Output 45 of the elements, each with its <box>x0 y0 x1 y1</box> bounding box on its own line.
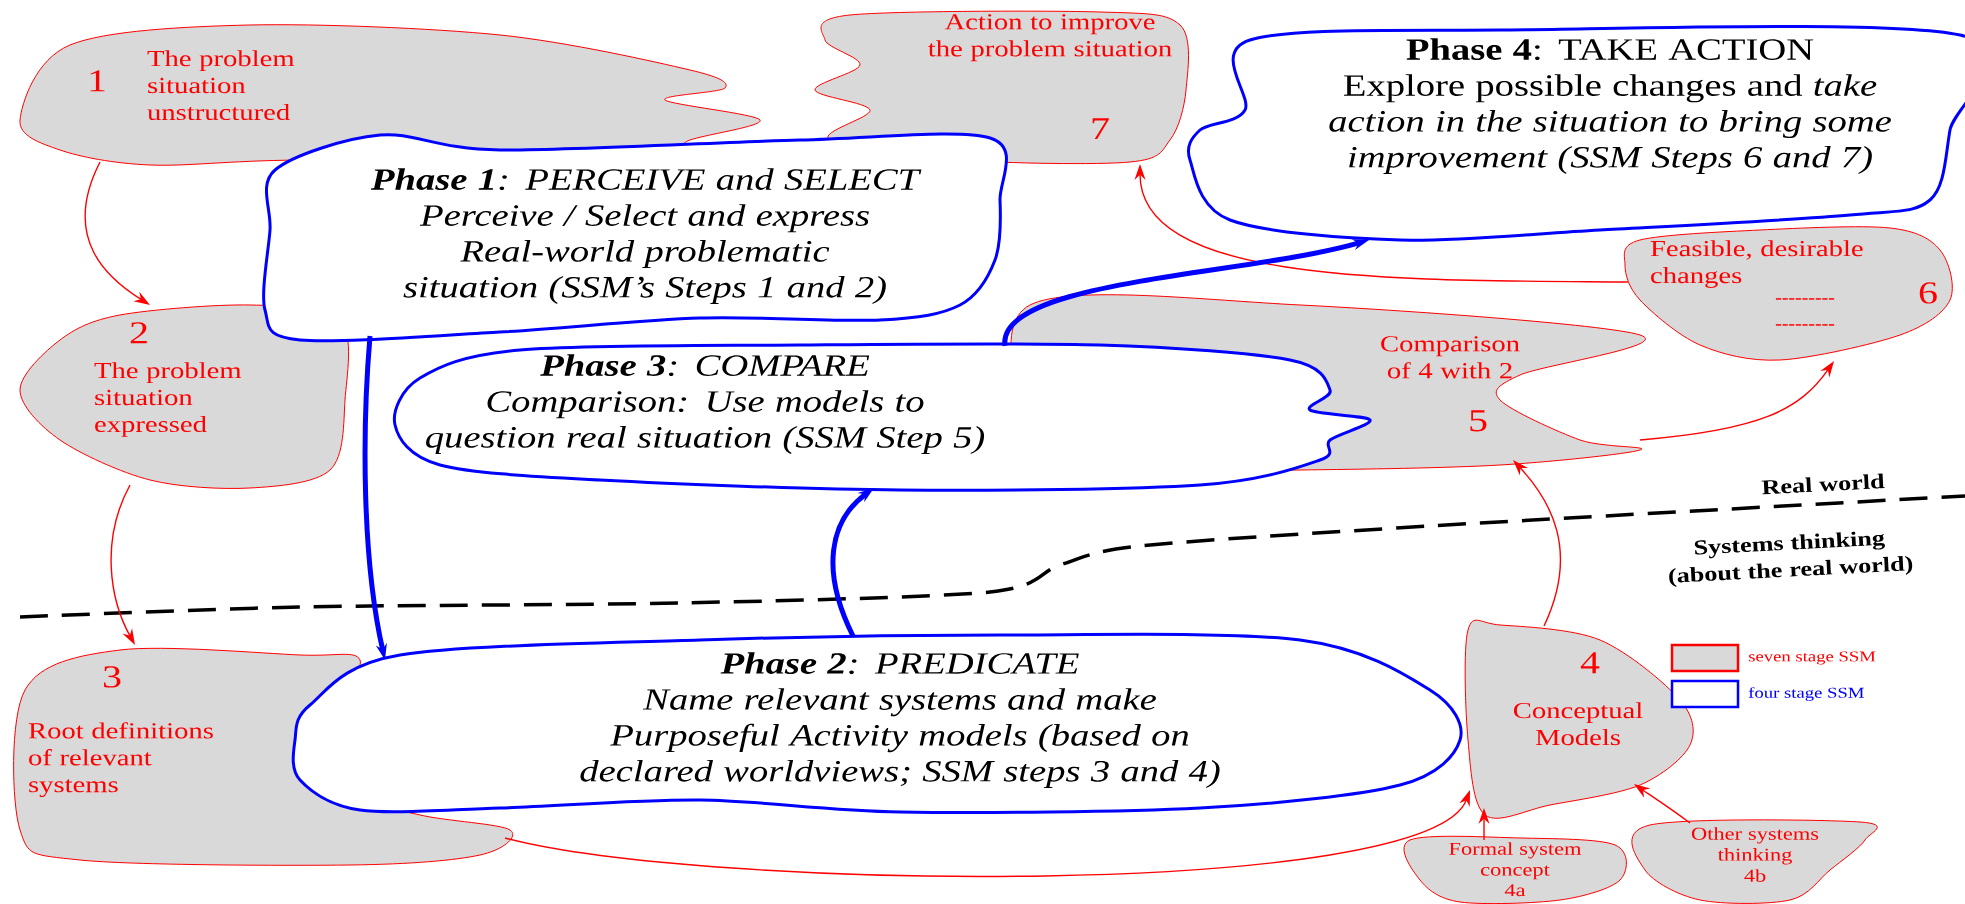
phase-text: Phase 2: PREDICATE <box>720 652 1079 675</box>
stage-cloud <box>19 304 350 489</box>
stage-cloud <box>1464 619 1694 819</box>
stage-label: 4b <box>1744 869 1766 882</box>
phase-cloud <box>262 132 1008 343</box>
stage-label: Formal system concept <box>1449 842 1582 880</box>
stage-number: 1 <box>90 70 105 92</box>
stage-label: The problem situation unstructured <box>147 50 295 121</box>
stage-label: Root definitions of relevant systems <box>28 722 213 798</box>
stage-cloud <box>1403 835 1627 904</box>
stage-number: 5 <box>1470 410 1487 432</box>
stage-number: 7 <box>1092 118 1109 140</box>
stage-number: 3 <box>103 666 121 688</box>
region-label: Systems thinking (about the real world) <box>1669 531 1913 587</box>
phase-text: Comparison: Use models to question real situation (SSM Step 5) <box>426 390 985 455</box>
phase-text: Perceive / Select and express Real-world problematic situation (SSM’s Steps 1 and 2) <box>403 204 886 304</box>
stage-number: 6 <box>1919 282 1937 304</box>
dash-line-text: --------- <box>1775 324 1835 326</box>
phase-text: Name relevant systems and make Purposeful Activity models (based on declared worldviews; SSM steps 3 and 4) <box>580 688 1220 788</box>
stage-number: 4 <box>1580 652 1600 674</box>
legend-label: four stage SSM <box>1748 687 1864 701</box>
stage-cloud <box>1623 226 1953 361</box>
region-label: Real world <box>1761 473 1885 495</box>
phase-cloud <box>1186 24 1965 242</box>
stage-label: Comparison of 4 with 2 <box>1381 336 1520 379</box>
stage-cloud <box>1631 819 1878 904</box>
phase-cloud <box>291 632 1463 814</box>
stage-cloud <box>13 647 514 866</box>
phase-text: Phase 4: TAKE ACTION <box>1406 38 1814 61</box>
phase-text: Phase 1: PERCEIVE and SELECT <box>370 168 922 191</box>
stage-number: 2 <box>130 322 147 344</box>
stage-label: Action to improve the problem situation <box>928 14 1172 62</box>
dash-line-text: --------- <box>1775 298 1835 300</box>
phase-cloud <box>393 342 1372 492</box>
stage-cloud <box>19 24 761 166</box>
phase-text: Phase 3: COMPARE <box>540 354 870 377</box>
stage-label: 4a <box>1504 884 1526 897</box>
phase-text: Explore possible changes and take action in the situation to bring some improvement (SSM Steps 6 and 7) <box>1329 74 1891 174</box>
legend-label: seven stage SSM <box>1748 651 1876 665</box>
stage-label: Feasible, desirable changes <box>1650 240 1863 288</box>
stage-label: Other systems thinking <box>1691 827 1819 865</box>
arrow <box>1513 460 1562 627</box>
stage-label: Conceptual Models <box>1513 702 1643 746</box>
stage-label: The problem situation expressed <box>94 362 242 437</box>
stage-cloud <box>814 10 1189 165</box>
